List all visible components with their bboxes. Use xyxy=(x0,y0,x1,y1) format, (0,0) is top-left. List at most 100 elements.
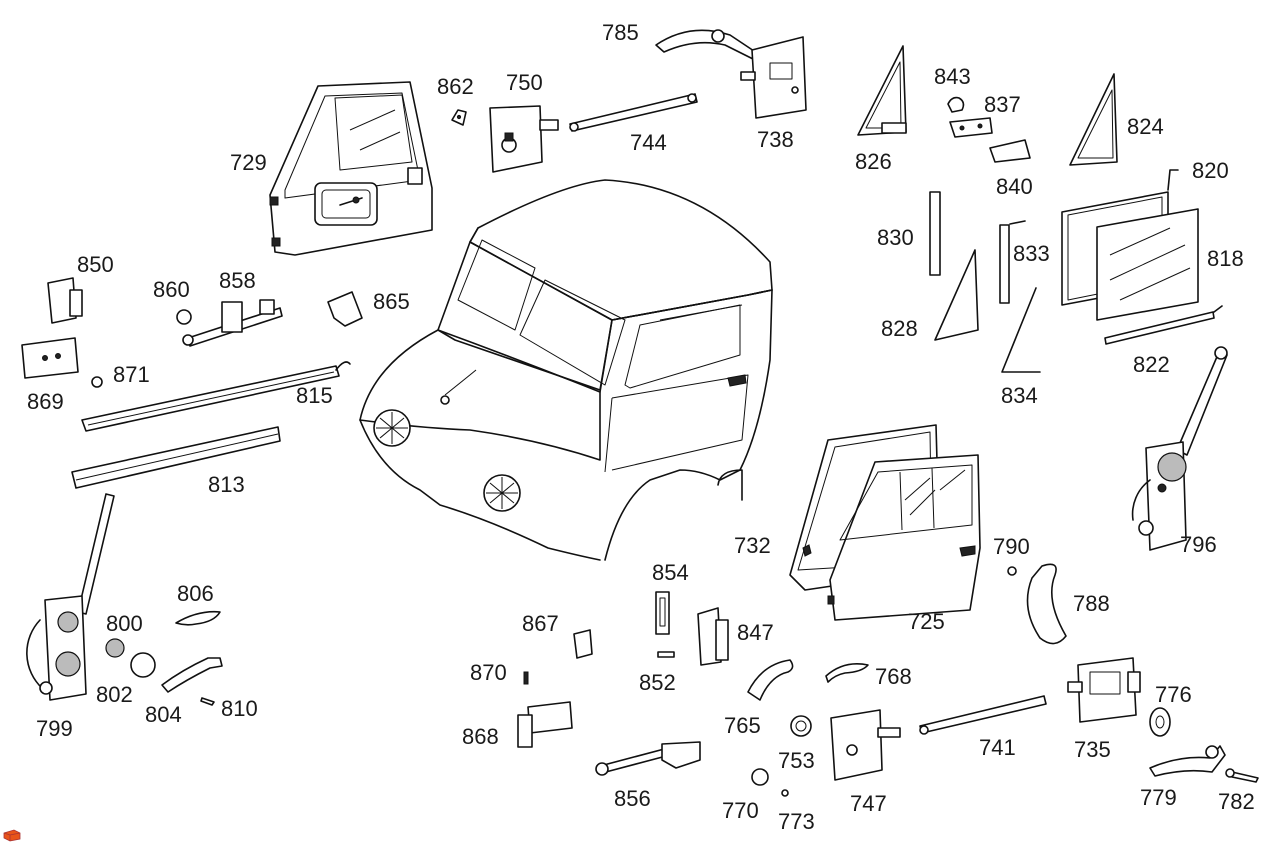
label-790: 790 xyxy=(993,534,1030,559)
label-868: 868 xyxy=(462,724,499,749)
label-750: 750 xyxy=(506,70,543,95)
trim-806-drawing xyxy=(175,610,221,626)
channel-830-drawing xyxy=(929,191,941,276)
label-813: 813 xyxy=(208,472,245,497)
label-826: 826 xyxy=(855,149,892,174)
bushing-860-drawing xyxy=(176,309,192,325)
rosette-800-drawing xyxy=(105,638,125,658)
label-865: 865 xyxy=(373,289,410,314)
label-800: 800 xyxy=(106,611,143,636)
label-858: 858 xyxy=(219,268,256,293)
label-806: 806 xyxy=(177,581,214,606)
window-regulator-796-drawing xyxy=(1131,346,1228,551)
vent-glass-828-drawing xyxy=(934,249,979,341)
escutcheon-768-drawing xyxy=(825,663,869,683)
channel-813-drawing xyxy=(71,426,281,489)
label-773: 773 xyxy=(778,809,815,834)
label-799: 799 xyxy=(36,716,73,741)
pin-870-drawing xyxy=(523,671,529,685)
rod-741-drawing xyxy=(919,695,1047,735)
label-870: 870 xyxy=(470,660,507,685)
orange-block-icon xyxy=(3,829,21,842)
linkage-858-drawing xyxy=(182,299,283,347)
door-lock-738-drawing xyxy=(740,36,807,119)
label-738: 738 xyxy=(757,127,794,152)
label-770: 770 xyxy=(722,798,759,823)
label-725: 725 xyxy=(908,609,945,634)
check-rod-856-drawing xyxy=(595,741,701,776)
label-735: 735 xyxy=(1074,737,1111,762)
bracket-854-drawing xyxy=(655,591,670,635)
label-815: 815 xyxy=(296,383,333,408)
screw-852-drawing xyxy=(657,651,675,658)
rosette-753-drawing xyxy=(790,715,812,737)
window-glass-818-drawing xyxy=(1096,208,1199,321)
label-810: 810 xyxy=(221,696,258,721)
rosette-776-drawing xyxy=(1149,707,1171,737)
label-804: 804 xyxy=(145,702,182,727)
label-854: 854 xyxy=(652,560,689,585)
label-869: 869 xyxy=(27,389,64,414)
handle-785-drawing xyxy=(655,29,761,61)
label-779: 779 xyxy=(1140,785,1177,810)
cap-802-drawing xyxy=(130,652,156,678)
label-834: 834 xyxy=(1001,383,1038,408)
rod-744-drawing xyxy=(569,93,698,132)
label-867: 867 xyxy=(522,611,559,636)
hinge-plate-869-drawing xyxy=(21,337,79,379)
screw-790-drawing xyxy=(1007,566,1017,576)
label-820: 820 xyxy=(1192,158,1229,183)
bushing-770-drawing xyxy=(751,768,769,786)
door-assembly-725-drawing xyxy=(827,454,981,621)
label-741: 741 xyxy=(979,735,1016,760)
label-802: 802 xyxy=(96,682,133,707)
label-768: 768 xyxy=(875,664,912,689)
channel-833-drawing xyxy=(999,220,1026,304)
label-788: 788 xyxy=(1073,591,1110,616)
label-732: 732 xyxy=(734,533,771,558)
armrest-788-drawing xyxy=(1026,563,1067,645)
hinge-850-drawing xyxy=(47,277,83,324)
rod-834-drawing xyxy=(1001,287,1041,373)
lock-747-drawing xyxy=(830,709,901,781)
striker-plate-750-drawing xyxy=(489,105,559,173)
hinge-840-drawing xyxy=(989,139,1031,163)
clip-865-drawing xyxy=(327,291,363,327)
label-818: 818 xyxy=(1207,246,1244,271)
window-crank-804-drawing xyxy=(161,657,223,693)
label-782: 782 xyxy=(1218,789,1255,814)
label-785: 785 xyxy=(602,20,639,45)
label-776: 776 xyxy=(1155,682,1192,707)
label-847: 847 xyxy=(737,620,774,645)
label-843: 843 xyxy=(934,64,971,89)
window-regulator-799-drawing xyxy=(26,493,115,701)
screw-773-drawing xyxy=(781,789,789,797)
label-744: 744 xyxy=(630,130,667,155)
label-765: 765 xyxy=(724,713,761,738)
door-seal-815-drawing xyxy=(81,361,351,432)
label-860: 860 xyxy=(153,277,190,302)
label-747: 747 xyxy=(850,791,887,816)
strip-822-drawing xyxy=(1104,305,1223,345)
vent-window-826-drawing xyxy=(857,45,907,136)
label-830: 830 xyxy=(877,225,914,250)
outer-handle-779-drawing xyxy=(1149,745,1226,777)
label-729: 729 xyxy=(230,150,267,175)
label-828: 828 xyxy=(881,316,918,341)
label-824: 824 xyxy=(1127,114,1164,139)
label-840: 840 xyxy=(996,174,1033,199)
inner-handle-765-drawing xyxy=(747,659,794,701)
label-856: 856 xyxy=(614,786,651,811)
label-833: 833 xyxy=(1013,241,1050,266)
label-871: 871 xyxy=(113,362,150,387)
label-850: 850 xyxy=(77,252,114,277)
lock-735-drawing xyxy=(1067,657,1141,723)
key-782-drawing xyxy=(1225,768,1259,783)
door-assembly-729-drawing xyxy=(269,81,433,256)
label-862: 862 xyxy=(437,74,474,99)
label-852: 852 xyxy=(639,670,676,695)
label-822: 822 xyxy=(1133,352,1170,377)
hinge-868-drawing xyxy=(517,701,573,748)
